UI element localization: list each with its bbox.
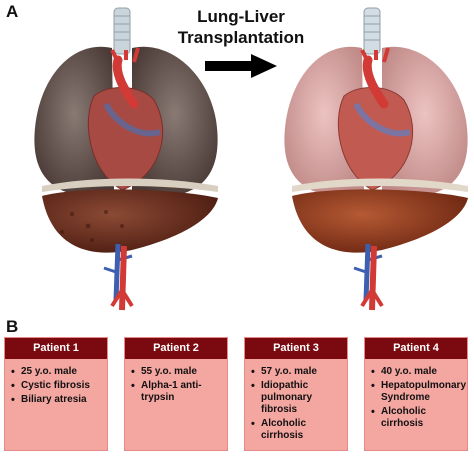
patient-card-title: Patient 4	[365, 338, 467, 359]
vena-cava	[363, 243, 371, 301]
patient-detail: Cystic fibrosis	[11, 380, 103, 392]
heart	[337, 86, 414, 191]
patient-detail: Idiopathic pulmonary fibrosis	[251, 380, 343, 416]
diseased-lungs-liver-illustration	[34, 7, 218, 311]
patient-details: 25 y.o. male Cystic fibrosis Biliary atr…	[5, 359, 107, 406]
right-arrow-icon	[205, 54, 277, 78]
patient-cards: Patient 1 25 y.o. male Cystic fibrosis B…	[4, 337, 472, 451]
patient-detail: Alpha-1 anti-trypsin	[131, 380, 223, 404]
panel-label-a: A	[6, 2, 19, 21]
patient-card-2: Patient 2 55 y.o. male Alpha-1 anti-tryp…	[124, 337, 228, 451]
liver	[292, 189, 468, 253]
liver	[42, 189, 218, 253]
patient-card-4: Patient 4 40 y.o. male Hepatopulmonary S…	[364, 337, 468, 451]
patient-details: 55 y.o. male Alpha-1 anti-trypsin	[125, 359, 227, 404]
heart	[87, 86, 164, 191]
patient-card-title: Patient 3	[245, 338, 347, 359]
left-lung	[284, 46, 364, 196]
patient-detail: 57 y.o. male	[251, 366, 343, 378]
aorta	[112, 55, 139, 109]
abdominal-aorta	[119, 245, 127, 311]
healthy-lungs-liver-illustration	[284, 7, 468, 311]
patient-card-3: Patient 3 57 y.o. male Idiopathic pulmon…	[244, 337, 348, 451]
patient-detail: 55 y.o. male	[131, 366, 223, 378]
abdominal-aorta	[369, 245, 377, 311]
patient-detail: 25 y.o. male	[11, 366, 103, 378]
patient-detail: Biliary atresia	[11, 394, 103, 406]
transition-title-line2: Transplantation	[177, 28, 305, 47]
patient-details: 40 y.o. male Hepatopulmonary Syndrome Al…	[365, 359, 467, 430]
aorta	[362, 55, 389, 109]
panel-label-b: B	[6, 317, 19, 336]
patient-card-title: Patient 2	[125, 338, 227, 359]
trachea	[363, 7, 381, 55]
patient-card-title: Patient 1	[5, 338, 107, 359]
patient-details: 57 y.o. male Idiopathic pulmonary fibros…	[245, 359, 347, 442]
patient-detail: Alcoholic cirrhosis	[371, 406, 463, 430]
transition-label: Lung-Liver Transplantation	[172, 6, 310, 78]
trachea	[113, 7, 131, 55]
patient-detail: Alcoholic cirrhosis	[251, 418, 343, 442]
patient-card-1: Patient 1 25 y.o. male Cystic fibrosis B…	[4, 337, 108, 451]
patient-detail: 40 y.o. male	[371, 366, 463, 378]
transition-title-line1: Lung-Liver	[197, 7, 285, 26]
left-lung	[34, 46, 114, 196]
patient-detail: Hepatopulmonary Syndrome	[371, 380, 466, 404]
vena-cava	[113, 243, 121, 301]
